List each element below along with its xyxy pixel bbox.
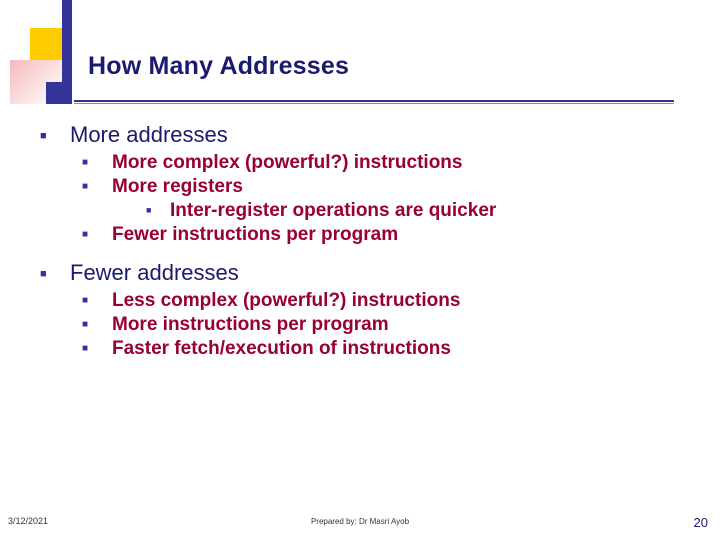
list-item-label: Inter-register operations are quicker <box>170 200 497 221</box>
list-item: ■ Faster fetch/execution of instructions <box>40 338 690 360</box>
bullet-square-icon: ■ <box>82 157 89 168</box>
decoration-yellow-square <box>30 28 62 60</box>
list-item-label: Less complex (powerful?) instructions <box>112 290 461 311</box>
list-item: ■ More instructions per program <box>40 314 690 336</box>
decoration-blue-bar <box>62 0 72 92</box>
list-item: ■ Less complex (powerful?) instructions <box>40 290 690 312</box>
footer-date: 3/12/2021 <box>8 516 49 526</box>
bullet-square-icon: ■ <box>82 295 89 306</box>
bullet-square-icon: ■ <box>82 181 89 192</box>
title-divider-secondary <box>74 103 674 104</box>
bullet-square-icon: ■ <box>40 130 47 142</box>
slide-decoration <box>0 0 95 105</box>
list-item: ■ More registers <box>40 176 690 198</box>
decoration-blue-square <box>46 82 72 104</box>
list-item-label: Faster fetch/execution of instructions <box>112 338 451 359</box>
bullet-square-icon: ■ <box>82 319 89 330</box>
footer-page-number: 20 <box>693 515 708 530</box>
footer-prepared-by: Prepared by: Dr Masri Ayob <box>310 517 410 526</box>
section-heading-more-addresses: ■ More addresses <box>40 122 690 148</box>
list-item: ■ Fewer instructions per program <box>40 224 690 246</box>
section-heading-label: More addresses <box>70 122 228 147</box>
list-item-label: More registers <box>112 176 243 197</box>
list-item: ■ Inter-register operations are quicker <box>40 200 690 222</box>
bullet-square-icon: ■ <box>146 205 152 215</box>
page-title: How Many Addresses <box>88 52 350 80</box>
list-item-label: More instructions per program <box>112 314 389 335</box>
title-divider <box>74 100 674 102</box>
list-item: ■ More complex (powerful?) instructions <box>40 152 690 174</box>
section-heading-label: Fewer addresses <box>70 260 239 285</box>
section-spacer <box>40 248 690 260</box>
list-item-label: Fewer instructions per program <box>112 224 399 245</box>
bullet-square-icon: ■ <box>82 343 89 354</box>
section-heading-fewer-addresses: ■ Fewer addresses <box>40 260 690 286</box>
slide-body: ■ More addresses ■ More complex (powerfu… <box>40 122 690 362</box>
list-item-label: More complex (powerful?) instructions <box>112 152 463 173</box>
bullet-square-icon: ■ <box>82 229 89 240</box>
bullet-square-icon: ■ <box>40 268 47 280</box>
